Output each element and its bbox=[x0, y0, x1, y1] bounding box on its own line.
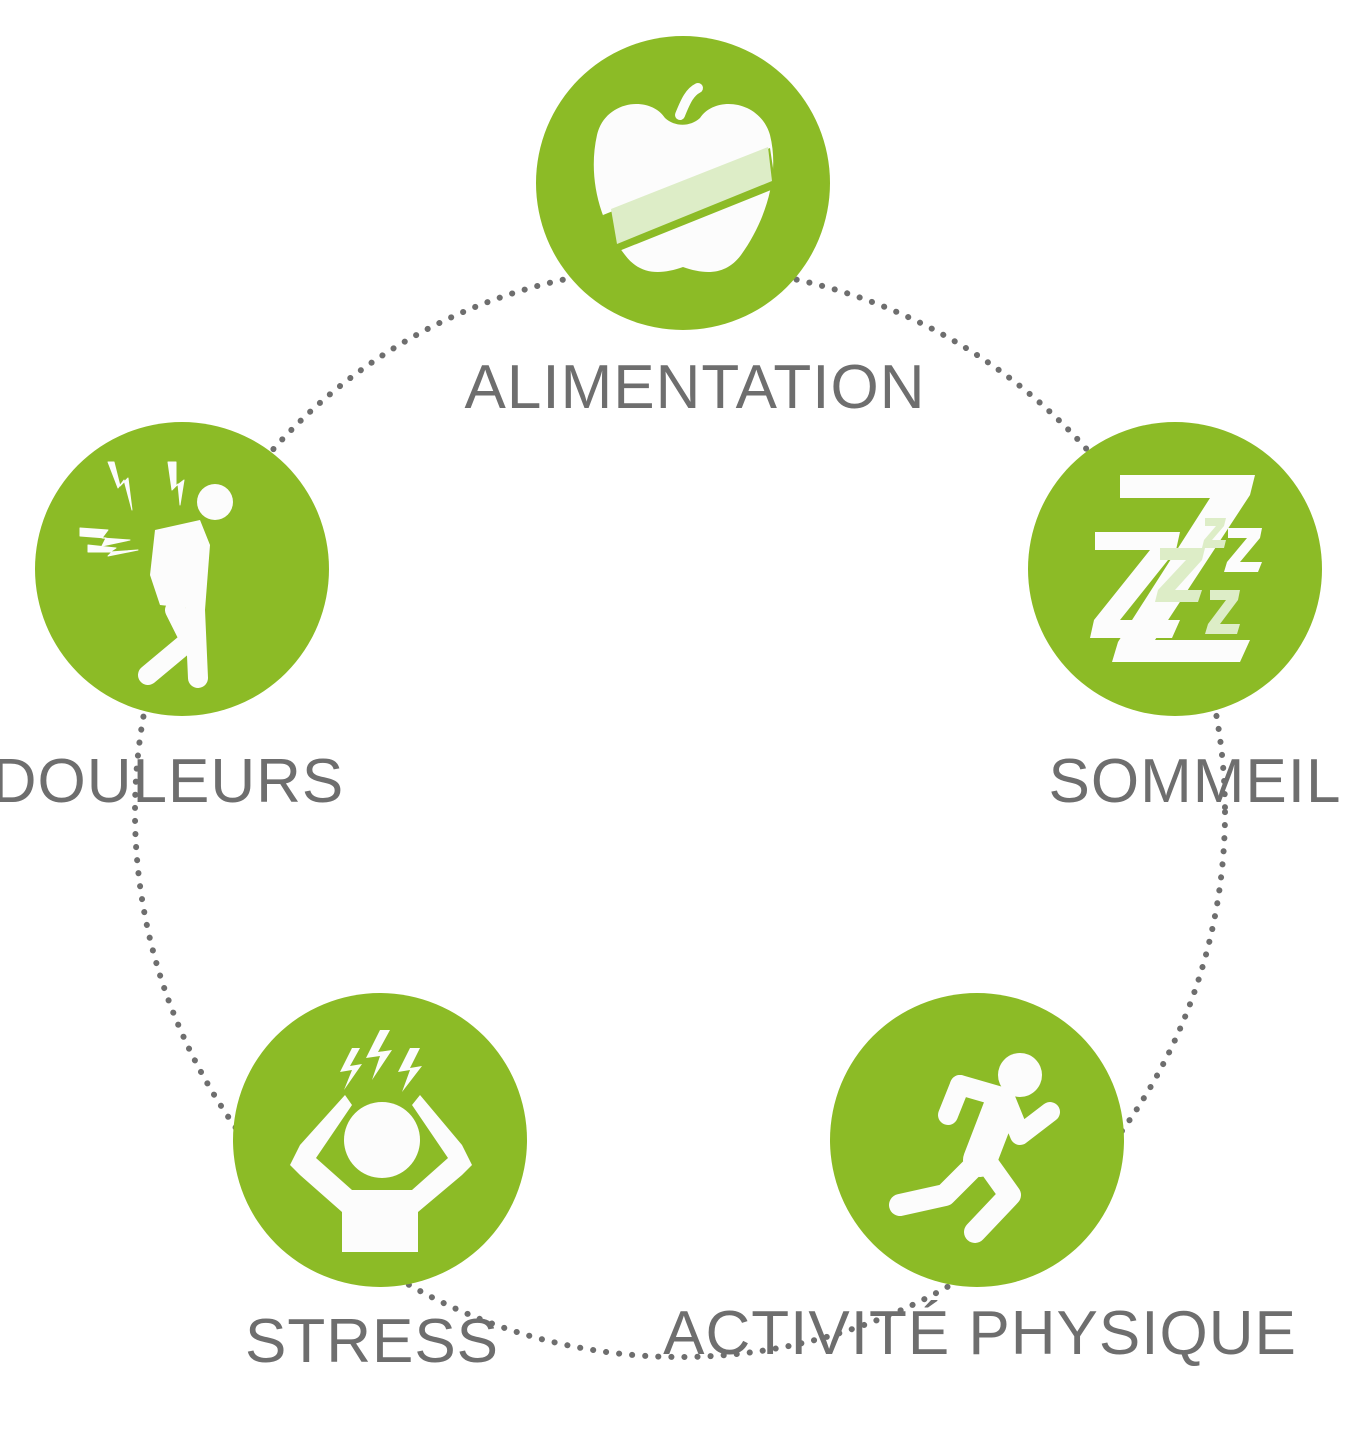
sleep-zzz-icon bbox=[1090, 475, 1262, 662]
alimentation-label: ALIMENTATION bbox=[465, 353, 926, 422]
node-activite-physique: ACTIVITÉ PHYSIQUE bbox=[663, 993, 1297, 1368]
back-pain-icon bbox=[79, 461, 233, 688]
stressed-person-icon bbox=[290, 1030, 472, 1252]
sommeil-label: SOMMEIL bbox=[1049, 747, 1342, 816]
apple-icon bbox=[593, 83, 776, 272]
node-sommeil: SOMMEIL bbox=[1028, 422, 1342, 816]
node-alimentation: ALIMENTATION bbox=[465, 36, 926, 422]
node-douleurs: DOULEURS bbox=[0, 422, 344, 816]
running-person-icon bbox=[889, 1053, 1060, 1243]
douleurs-label: DOULEURS bbox=[0, 747, 344, 816]
stress-label: STRESS bbox=[245, 1307, 499, 1376]
node-stress: STRESS bbox=[233, 993, 527, 1376]
activite-label: ACTIVITÉ PHYSIQUE bbox=[663, 1299, 1297, 1368]
